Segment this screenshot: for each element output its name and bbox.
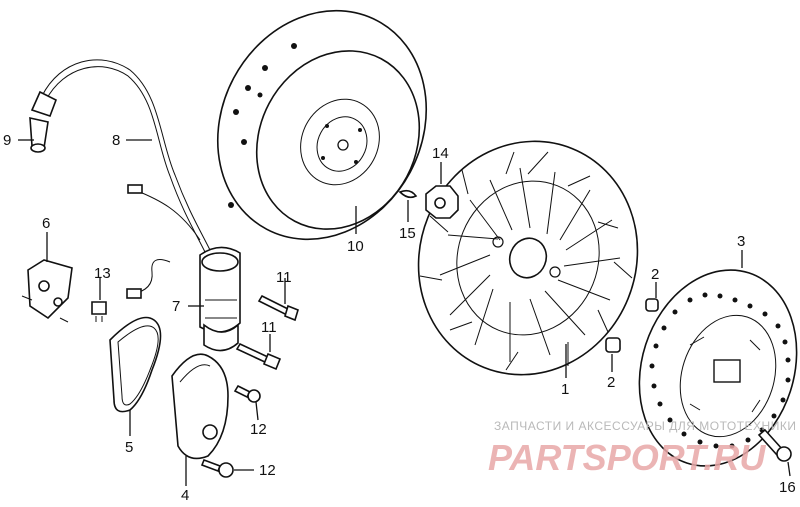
woodruff-key — [398, 189, 418, 199]
callout-12-lower: 12 — [259, 462, 276, 479]
bolt-11-upper — [257, 294, 299, 322]
high-tension-cord — [41, 59, 211, 253]
watermark-logo: PARTSPORT.RU — [488, 437, 766, 478]
callout-3: 3 — [737, 233, 745, 250]
flywheel — [216, 9, 428, 241]
callout-11-upper: 11 — [276, 269, 292, 286]
screw-12-lower — [200, 458, 234, 478]
callout-2-upper: 2 — [651, 266, 659, 283]
flywheel-nut — [425, 185, 459, 219]
dowel-pin-lower — [605, 337, 621, 353]
callout-6: 6 — [42, 215, 50, 232]
callout-11-lower: 11 — [261, 319, 277, 336]
side-cover — [171, 353, 229, 460]
screw-12-upper — [233, 384, 261, 403]
leader-lines — [18, 139, 791, 486]
flange-bolt-16 — [757, 428, 792, 462]
spark-plug-cap — [29, 90, 58, 153]
callout-14: 14 — [432, 145, 449, 162]
cooling-fan — [417, 140, 639, 376]
callout-4: 4 — [181, 487, 189, 504]
callout-1: 1 — [561, 381, 569, 398]
ignition-coil — [126, 246, 241, 352]
callout-12-upper: 12 — [250, 421, 267, 438]
callout-2-lower: 2 — [607, 374, 615, 391]
callout-10: 10 — [347, 238, 364, 255]
callout-9: 9 — [3, 132, 11, 149]
watermark-text: ЗАПЧАСТИ И АКСЕССУАРЫ ДЛЯ МОТОТЕХНИКИ — [494, 419, 796, 433]
callout-16: 16 — [779, 479, 796, 496]
cover-gasket — [109, 316, 162, 413]
callout-8: 8 — [112, 132, 120, 149]
pulser-assembly — [21, 259, 73, 323]
screw-13 — [91, 301, 107, 322]
callout-5: 5 — [125, 439, 133, 456]
callout-13: 13 — [94, 265, 111, 282]
callout-15: 15 — [399, 225, 416, 242]
bolt-11-lower — [235, 342, 282, 371]
dowel-pin-upper — [645, 298, 659, 312]
callout-7: 7 — [172, 298, 180, 315]
starter-pulley — [638, 269, 798, 467]
